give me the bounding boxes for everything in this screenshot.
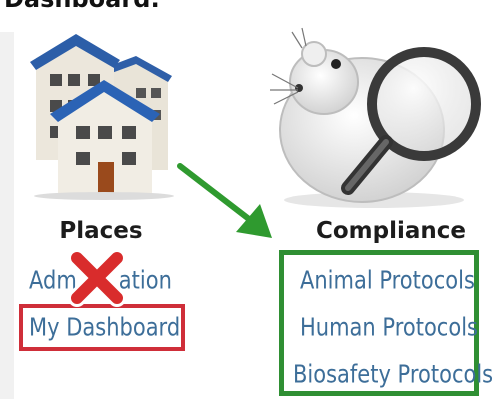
compliance-title: Compliance [316, 218, 467, 244]
red-x-icon [67, 248, 127, 308]
page-heading: Dashboard: [4, 0, 160, 11]
human-protocols-link[interactable]: Human Protocols [300, 313, 478, 342]
red-highlight-box [19, 304, 185, 351]
my-dashboard-link[interactable]: My Dashboard [29, 313, 181, 342]
green-arrow-icon [170, 158, 280, 243]
green-highlight-box [279, 250, 479, 396]
administration-link-left: Adm [29, 266, 77, 295]
animal-protocols-link[interactable]: Animal Protocols [300, 266, 475, 295]
administration-link-right: ation [118, 266, 172, 295]
left-edge-strip [0, 32, 14, 399]
lab-mouse-magnifier-icon[interactable] [262, 12, 487, 212]
buildings-icon[interactable] [28, 30, 180, 200]
places-title: Places [59, 218, 143, 244]
biosafety-protocols-link[interactable]: Biosafety Protocols [293, 360, 494, 389]
sidebar-link-administration[interactable]: Adm ation [29, 266, 172, 294]
